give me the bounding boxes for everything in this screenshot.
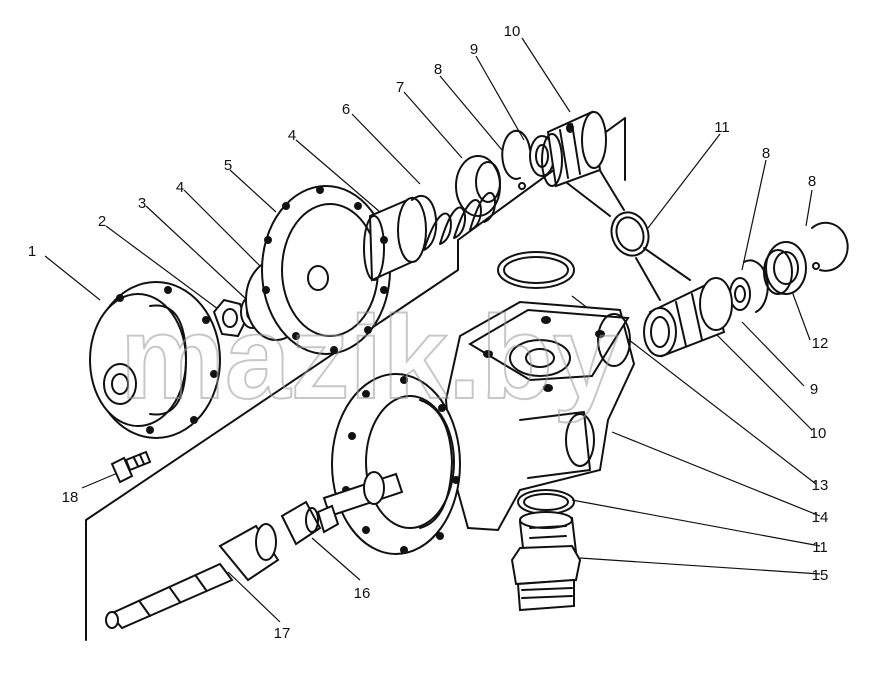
part-13-large-o-ring <box>497 251 575 289</box>
callout-label: 6 <box>342 101 350 118</box>
part-6-piston-housing <box>363 196 427 282</box>
callout-label: 11 <box>812 539 828 556</box>
callout-label: 2 <box>98 213 106 230</box>
callout-label: 14 <box>812 509 829 526</box>
callout-label: 4 <box>176 179 184 196</box>
assembly-plane-outline <box>85 117 626 641</box>
callout-label: 12 <box>812 335 829 352</box>
callout-label: 8 <box>434 61 442 78</box>
part-16-plug <box>280 500 340 546</box>
part-8-snap-ring-right <box>811 221 849 272</box>
callout-label: 1 <box>28 243 36 260</box>
leader-lines <box>44 37 821 623</box>
callout-label: 15 <box>812 567 829 584</box>
callout-label: 18 <box>62 489 79 506</box>
callout-label: 10 <box>810 425 827 442</box>
part-10-valve-seat-right <box>643 277 733 358</box>
callout-label: 9 <box>470 41 478 58</box>
callout-label: 8 <box>762 145 770 162</box>
part-18-bolt <box>110 450 152 484</box>
part-9-ring-right <box>729 277 751 311</box>
callout-label: 7 <box>396 79 404 96</box>
callout-label: 16 <box>354 585 371 602</box>
callout-label: 9 <box>810 381 818 398</box>
callout-label: 10 <box>504 23 521 40</box>
part-12-adjusting-nut <box>763 241 807 295</box>
part-1-end-cover <box>89 281 221 439</box>
callout-label: 13 <box>812 477 829 494</box>
part-11-o-ring-upper <box>610 211 650 257</box>
callout-label: 5 <box>224 157 232 174</box>
callout-label: 3 <box>138 195 146 212</box>
part-7-spring <box>411 155 501 251</box>
link-lines <box>557 163 691 301</box>
callout-label: 17 <box>274 625 291 642</box>
callout-labels: 1 2 3 4 4 5 6 7 8 9 10 11 8 8 12 9 10 13… <box>28 23 829 642</box>
part-15-union-fitting <box>510 511 582 612</box>
part-10-valve-seat-upper <box>541 110 607 188</box>
part-8-snap-ring-middle <box>743 259 769 313</box>
part-17-lever-shaft <box>105 523 280 630</box>
callout-label: 11 <box>714 119 730 136</box>
callout-label: 4 <box>288 127 296 144</box>
part-11-o-ring-lower <box>517 489 575 515</box>
part-14-valve-body <box>444 300 636 532</box>
watermark-text: mazik.by <box>120 292 618 424</box>
callout-label: 8 <box>808 173 816 190</box>
part-8-snap-ring-upper <box>501 129 531 190</box>
